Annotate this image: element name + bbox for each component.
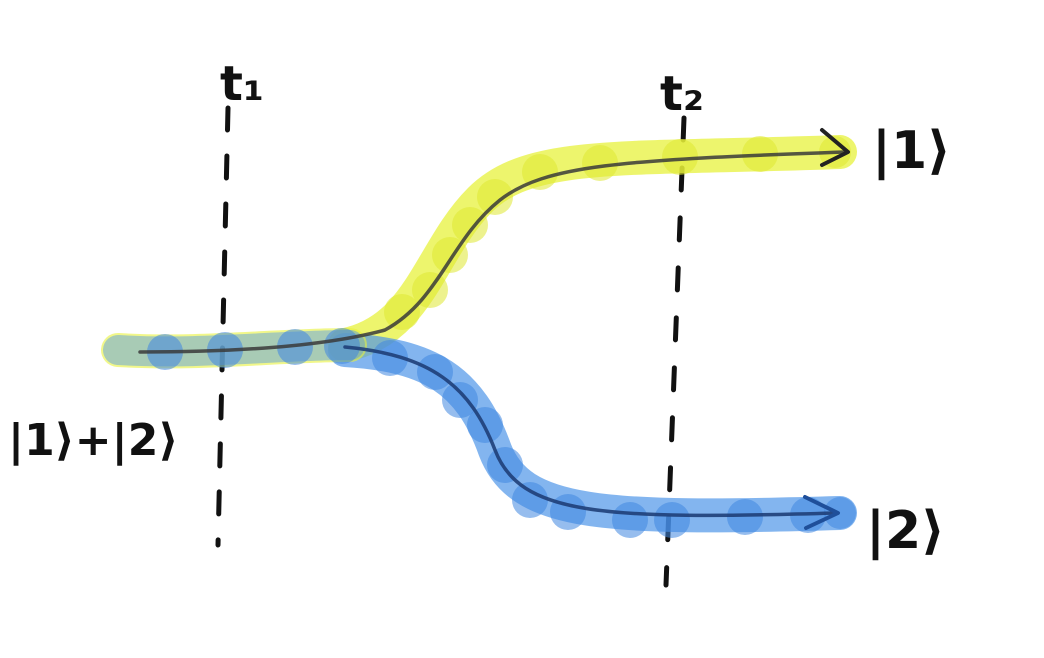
upper-trajectory-line	[138, 150, 847, 354]
time-marker-t1	[215, 105, 231, 548]
initial-state-label: |1⟩+|2⟩	[8, 415, 178, 466]
time-label-t1: t₁	[220, 56, 264, 112]
lower-state-label: |2⟩	[866, 501, 945, 561]
time-label-t2: t₂	[660, 66, 704, 122]
upper-arrow-head	[820, 128, 850, 167]
upper-state-label: |1⟩	[872, 121, 951, 181]
lower-trajectory-line	[343, 345, 837, 518]
lower-arrow-head	[803, 495, 840, 530]
